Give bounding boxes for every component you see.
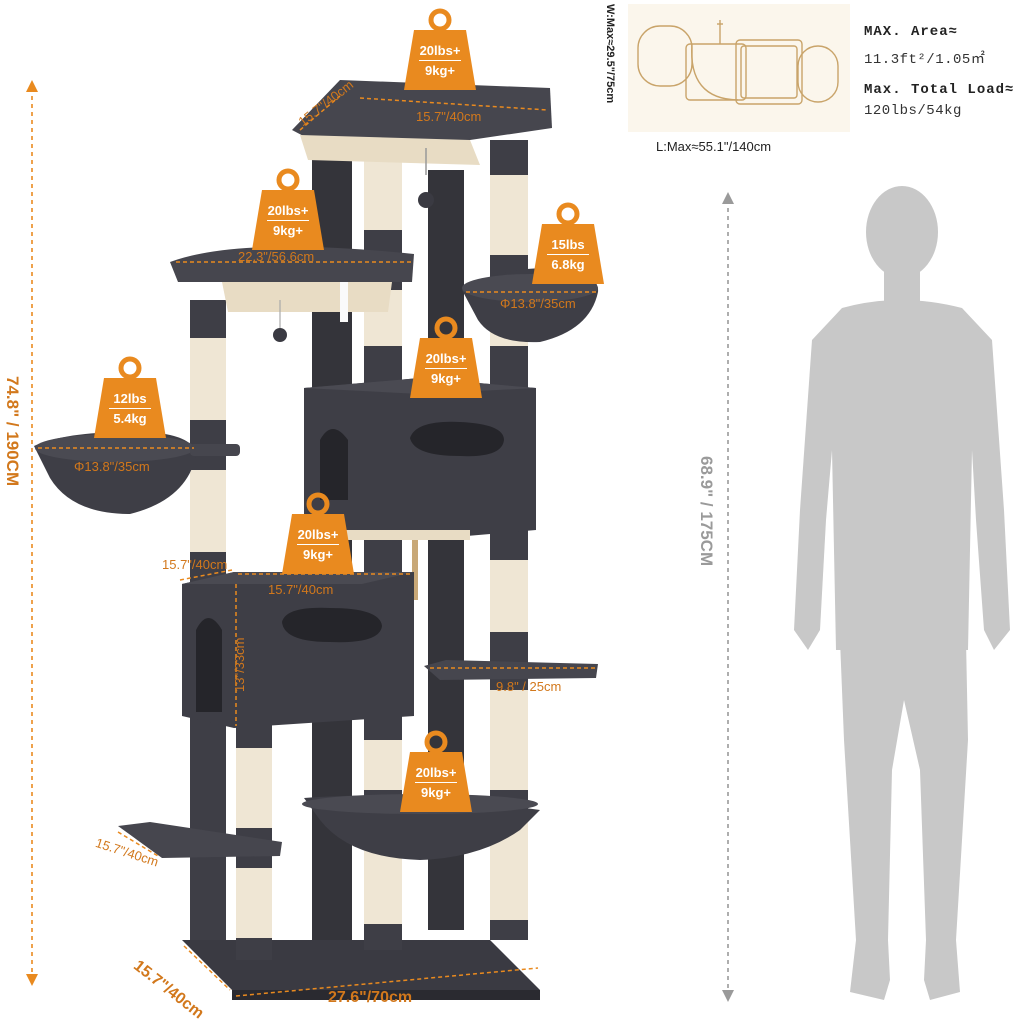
- dim-condo-height: 13"/33cm: [232, 637, 247, 692]
- footprint-diagram: [628, 4, 850, 132]
- max-area-title: MAX. Area≈: [864, 24, 959, 40]
- dim-condo-depth: 15.7"/40cm: [162, 557, 228, 572]
- human-height-label: 68.9" / 175CM: [697, 456, 716, 567]
- dim-condo-width: 15.7"/40cm: [268, 582, 334, 597]
- left-step: [118, 822, 282, 858]
- top-perch: [292, 80, 552, 208]
- dim-step-right: 9.8" / 25cm: [496, 679, 562, 694]
- human-height-arrow: [722, 192, 734, 1002]
- weight-tag-top-perch: 20lbs+9kg+: [402, 8, 478, 92]
- right-step: [424, 660, 598, 680]
- tree-height-arrow: [26, 80, 38, 986]
- weight-tag-lower-condo: 20lbs+9kg+: [280, 492, 356, 576]
- weight-tag-left-perch: 20lbs+9kg+: [250, 168, 326, 252]
- max-load-title: Max. Total Load≈: [864, 82, 1015, 98]
- dimension-lines: [38, 95, 598, 997]
- dim-top-width: 15.7"/40cm: [416, 109, 482, 124]
- upper-condo: [304, 378, 536, 600]
- dim-left-perch-width: 22.3"/56.6cm: [238, 249, 315, 264]
- left-perch: [170, 246, 414, 342]
- person-silhouette-icon: [794, 186, 1010, 1000]
- footprint-outline-icon: [637, 20, 839, 105]
- weight-tag-upper-condo: 20lbs+9kg+: [408, 316, 484, 400]
- dim-base-width: 27.6"/70cm: [328, 989, 413, 1006]
- max-area-value: 11.3ft²/1.05㎡: [864, 52, 986, 68]
- max-load-value: 120lbs/54kg: [864, 103, 962, 119]
- dim-right-basket-dia: Φ13.8"/35cm: [500, 296, 576, 311]
- lower-condo: [182, 572, 414, 728]
- weight-tag-hammock: 20lbs+9kg+: [398, 730, 474, 814]
- footprint-length-label: L:Max≈55.1"/140cm: [656, 139, 772, 154]
- dim-left-basket-dia: Φ13.8"/35cm: [74, 459, 150, 474]
